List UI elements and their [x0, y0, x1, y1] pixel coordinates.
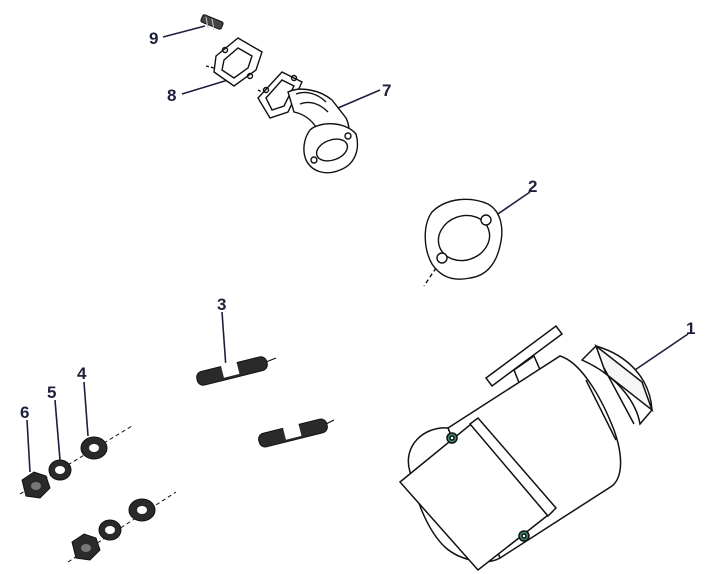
callout-number-6: 6 [20, 403, 30, 422]
callout-number-1: 1 [686, 319, 696, 338]
exhaust-elbow-part [257, 71, 359, 174]
callout-number-7: 7 [382, 81, 392, 100]
callout-number-9: 9 [149, 29, 159, 48]
stud-part-upper [196, 356, 277, 386]
leader-line-1 [631, 333, 689, 373]
leader-line-7 [337, 89, 381, 109]
leader-line-9 [162, 25, 206, 38]
callout-number-2: 2 [528, 177, 538, 196]
gasket-part [423, 198, 503, 287]
stud-part-lower [258, 418, 335, 448]
leader-line-8 [181, 79, 229, 95]
hardware-set-upper [19, 425, 133, 499]
leader-line-3 [221, 311, 227, 369]
callout-number-4: 4 [77, 364, 87, 383]
leader-line-5 [54, 399, 61, 461]
leader-line-6 [26, 419, 31, 473]
elbow-gasket-part [205, 37, 267, 95]
hardware-set-lower [67, 491, 177, 563]
bolt-part [200, 14, 224, 31]
callout-number-8: 8 [167, 86, 177, 105]
callout-number-3: 3 [217, 295, 227, 314]
leader-line-4 [83, 381, 89, 437]
callout-number-5: 5 [47, 383, 57, 402]
muffler-part [398, 324, 654, 572]
leader-lines [26, 25, 689, 473]
